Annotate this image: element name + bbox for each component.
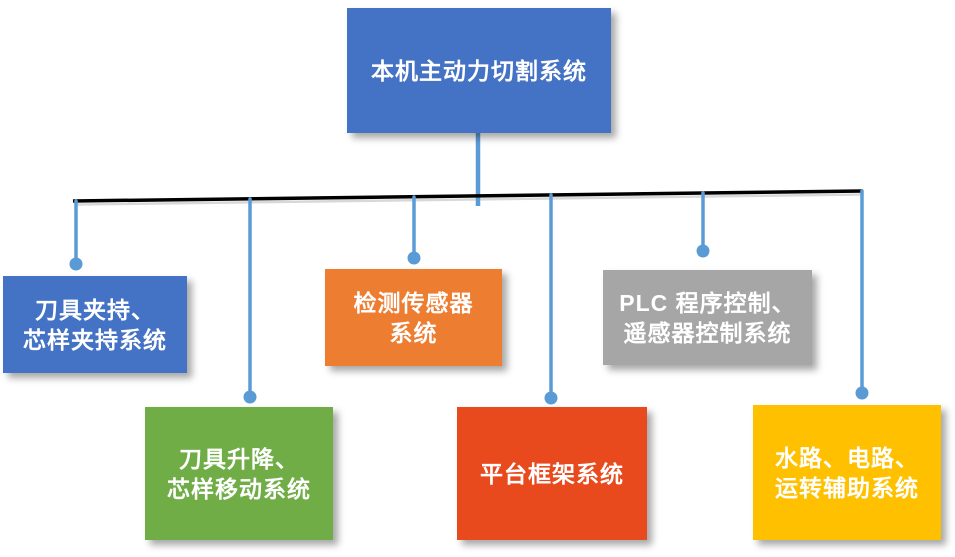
node-platform-frame-system: 平台框架系统 <box>457 407 647 540</box>
node-label-line: 水路、电路、 <box>775 444 919 471</box>
node-plc-remote-control-system: PLC 程序控制、 遥感器控制系统 <box>603 270 812 365</box>
node-tool-core-clamping-system: 刀具夹持、 芯样夹持系统 <box>3 276 187 373</box>
node-label-line: 刀具升降、 <box>179 445 299 472</box>
node-label-line: 芯样移动系统 <box>167 475 311 502</box>
connector-dot-platform-system <box>544 391 558 405</box>
node-label-line: PLC 程序控制、 <box>619 289 796 316</box>
connector-dot-sensor-system <box>407 251 421 265</box>
node-main-power-cutting-system: 本机主动力切割系统 <box>347 8 611 133</box>
node-label-line: 本机主动力切割系统 <box>371 57 587 84</box>
horizontal-bus-line <box>72 189 864 203</box>
node-tool-lift-core-moving-system: 刀具升降、 芯样移动系统 <box>145 407 333 540</box>
node-label-line: 芯样夹持系统 <box>23 326 167 353</box>
connector-dot-clamp-system <box>69 257 83 271</box>
node-label-line: 运转辅助系统 <box>775 474 919 501</box>
node-label-line: 检测传感器 <box>353 289 474 316</box>
node-label-line: 系统 <box>389 319 438 346</box>
connector-dot-lift-system <box>243 390 257 404</box>
node-label-line: 平台框架系统 <box>480 460 624 487</box>
connector-dot-aux-system <box>855 386 869 400</box>
connector-dot-plc-system <box>696 244 710 258</box>
node-label-line: 刀具夹持、 <box>35 296 155 323</box>
node-water-electric-aux-system: 水路、电路、 运转辅助系统 <box>753 405 941 540</box>
bus-line-shadow <box>75 193 864 206</box>
node-label-line: 遥感器控制系统 <box>623 319 792 346</box>
node-detection-sensor-system: 检测传感器 系统 <box>325 269 502 366</box>
